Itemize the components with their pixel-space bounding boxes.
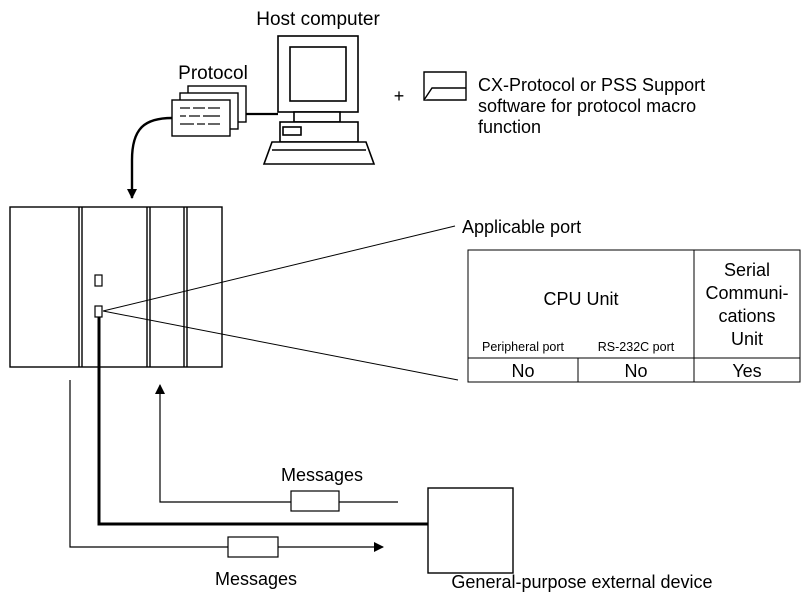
messages-label-lower: Messages (215, 569, 297, 589)
serial-unit-value: Yes (732, 361, 761, 381)
serial-header-line1: Serial (724, 260, 770, 280)
serial-header-line4: Unit (731, 329, 763, 349)
messages-label-upper: Messages (281, 465, 363, 485)
rs232c-cable (97, 317, 428, 526)
peripheral-port-value: No (511, 361, 534, 381)
software-label-line3: function (478, 117, 541, 137)
host-computer-icon (262, 35, 376, 165)
protocol-label: Protocol (178, 63, 248, 84)
rs232c-port-value: No (624, 361, 647, 381)
receive-message-packet (290, 490, 340, 512)
host-computer-label: Host computer (256, 9, 380, 30)
peripheral-port (94, 274, 103, 287)
serial-header-line3: cations (718, 306, 775, 326)
rs232c-port (94, 305, 103, 318)
external-device-label: General-purpose external device (451, 572, 712, 592)
plus-sign: + (394, 86, 405, 106)
zoom-line-bottom (102, 310, 459, 381)
send-message-packet (227, 536, 279, 558)
plc-rack (9, 206, 223, 368)
port-table (467, 249, 801, 383)
download-arrow (127, 116, 173, 199)
peripheral-port-header: Peripheral port (482, 340, 565, 354)
software-disk-icon (423, 71, 467, 101)
software-label-line1: CX-Protocol or PSS Support (478, 75, 705, 95)
rs232c-port-header: RS-232C port (598, 340, 675, 354)
cpu-unit-header: CPU Unit (543, 289, 618, 309)
external-device-box (427, 487, 514, 574)
serial-header-line2: Communi- (705, 283, 788, 303)
send-message-arrow (69, 380, 384, 552)
protocol-document-icon (171, 85, 247, 137)
applicable-port-label: Applicable port (462, 217, 581, 237)
software-label-line2: software for protocol macro (478, 96, 696, 116)
zoom-line-top (102, 225, 456, 312)
